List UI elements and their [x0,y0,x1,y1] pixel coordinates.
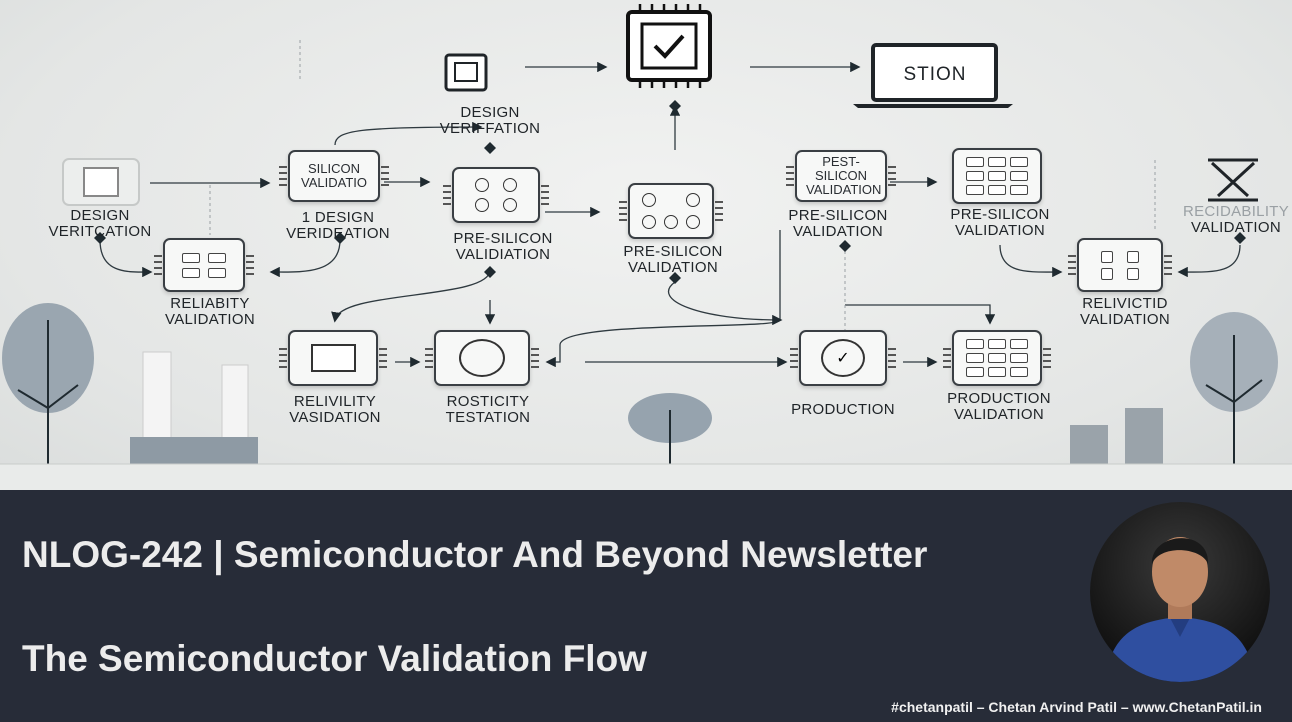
label-line: RECIDABILITY [1182,203,1290,220]
node-reliability [154,238,254,292]
chip-icon-small [444,53,488,92]
title-band: NLOG-242 | Semiconductor And Beyond News… [0,490,1292,722]
label-line: VALIDATION [793,223,883,240]
node-inner-text: SILICON VALIDATIO [301,161,367,190]
label-line: VALIDATION [1080,311,1170,328]
label-line: DESIGN [70,207,130,224]
node-production-validation [943,330,1051,386]
node-silicon-validation: SILICON VALIDATIO [279,150,389,202]
label-line: VERITCATION [48,223,152,240]
label-line: TESTATION [445,409,531,426]
label-line: VERIDEATION [286,225,390,242]
laptop-screen-text: STION [903,64,967,85]
chip-check-icon [626,4,712,88]
label-line: PRE-SILICON [950,206,1050,223]
node-relivictid [1068,238,1172,292]
label-line: DESIGN [460,104,520,121]
node-pre-silicon-3 [952,148,1042,204]
node-pre-silicon-2 [619,183,723,239]
newsletter-title: NLOG-242 | Semiconductor And Beyond News… [22,534,928,575]
tree-decoration [2,303,1278,465]
laptop-icon [853,43,1013,108]
factory-chimneys [130,351,1163,465]
label-line: 1 DESIGN [301,209,375,226]
node-post-silicon: PEST- SILICON VALIDATION [786,150,896,202]
label-line: RELIVILITY [293,393,377,410]
label-line: VALIDATION [1191,219,1281,236]
author-photo [1090,502,1270,682]
article-title: The Semiconductor Validation Flow [22,638,647,679]
label-line: VALIDATION [954,406,1044,423]
label-line: PRE-SILICON [623,243,723,260]
node-inner-text: PEST- SILICON VALIDATION [806,154,882,197]
label-line: PRE-SILICON [453,230,553,247]
label-line: VALIDATION [955,222,1045,239]
label-line: VALIDATION [165,311,255,328]
label-line: VALIDIATION [455,246,551,263]
label-line: RELIVICTID [1082,295,1168,312]
node-rosticity [425,330,539,386]
label-line: PRODUCTION [947,390,1051,407]
label-line: VASIDATION [289,409,381,426]
author-credit: #chetanpatil – Chetan Arvind Patil – www… [891,699,1262,715]
label-line: PRODUCTION [791,401,895,418]
check-icon: ✓ [821,339,865,377]
label-line: ROSTICITY [446,393,530,410]
label-line: RELIABITY [170,295,250,312]
label-line: VERIFFATION [439,120,541,137]
connector-lines [0,4,1292,465]
label-line: PRE-SILICON [788,207,888,224]
node-production: ✓ [790,330,896,386]
hourglass-icon [1208,158,1258,202]
label-line: VALIDATION [628,259,718,276]
node-label: PRODUCTION [791,402,895,418]
node-pre-silicon-1 [443,167,549,223]
node-relivility [279,330,387,386]
node-design-verification [62,158,140,206]
